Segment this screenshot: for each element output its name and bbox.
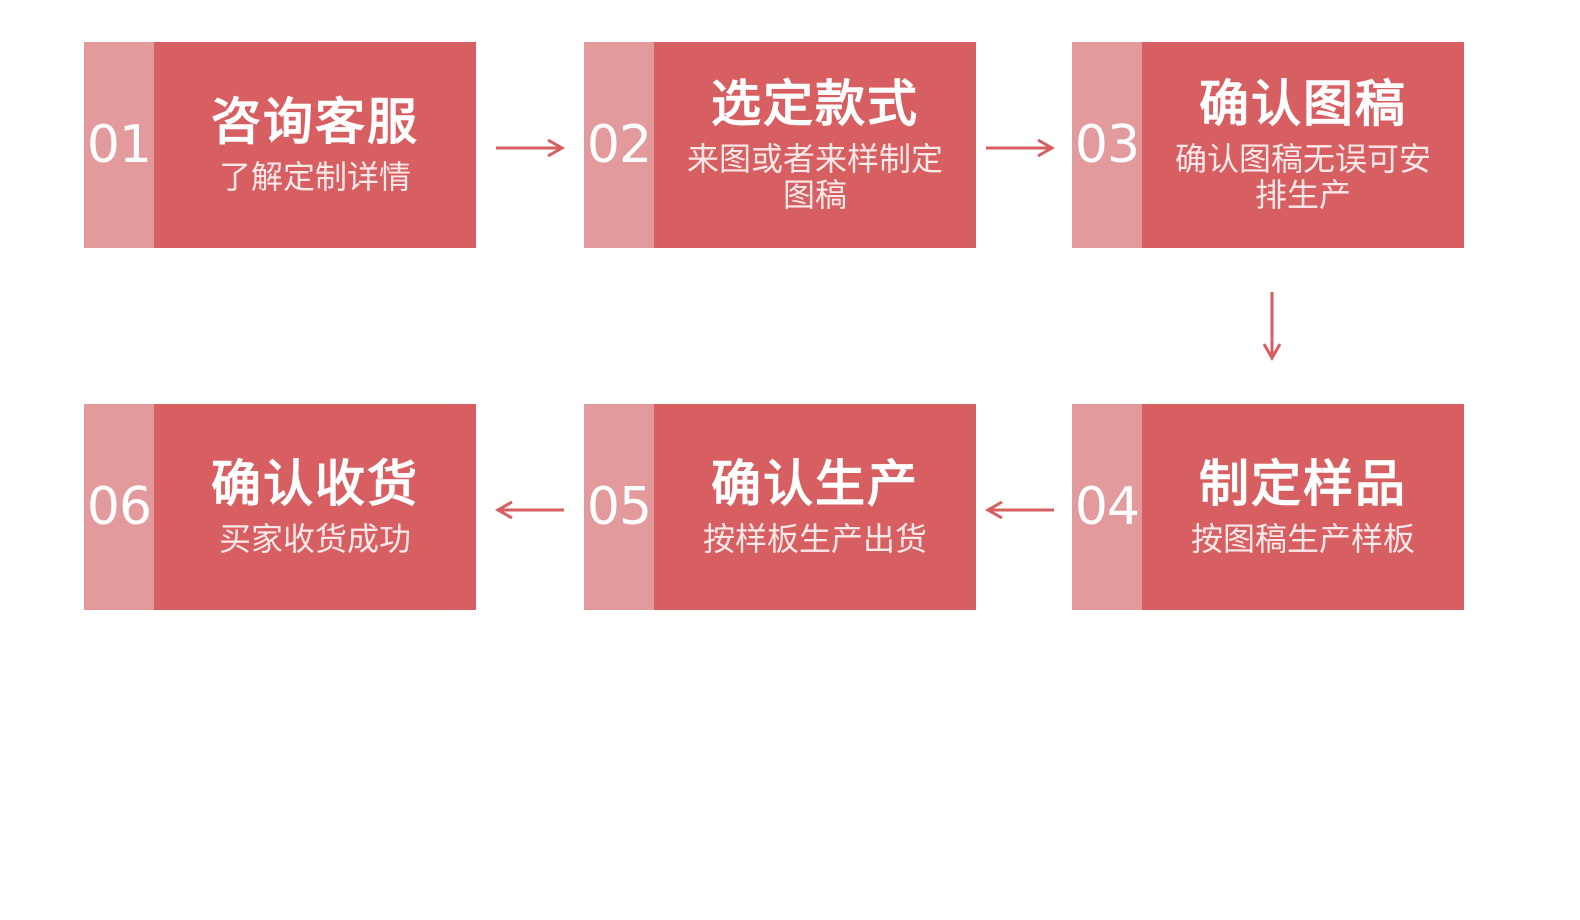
step-04-card: 04 制定样品 按图稿生产样板 — [1072, 404, 1464, 610]
step-body: 咨询客服 了解定制详情 — [154, 42, 476, 248]
step-description: 按样板生产出货 — [702, 519, 927, 558]
step-title: 确认生产 — [711, 454, 919, 513]
step-number: 04 — [1072, 404, 1142, 610]
step-body: 选定款式 来图或者来样制定图稿 — [654, 42, 976, 248]
step-02-card: 02 选定款式 来图或者来样制定图稿 — [584, 42, 976, 248]
step-title: 确认收货 — [211, 454, 419, 513]
step-05-card: 05 确认生产 按样板生产出货 — [584, 404, 976, 610]
step-title: 咨询客服 — [211, 92, 419, 151]
arrow-right-icon — [984, 136, 1056, 160]
step-description: 确认图稿无误可安排生产 — [1174, 140, 1431, 214]
step-body: 制定样品 按图稿生产样板 — [1142, 404, 1464, 610]
step-01-card: 01 咨询客服 了解定制详情 — [84, 42, 476, 248]
step-number: 05 — [584, 404, 654, 610]
step-title: 选定款式 — [711, 75, 919, 134]
step-03-card: 03 确认图稿 确认图稿无误可安排生产 — [1072, 42, 1464, 248]
step-number: 06 — [84, 404, 154, 610]
step-body: 确认图稿 确认图稿无误可安排生产 — [1142, 42, 1464, 248]
step-06-card: 06 确认收货 买家收货成功 — [84, 404, 476, 610]
arrow-right-icon — [494, 136, 566, 160]
step-body: 确认收货 买家收货成功 — [154, 404, 476, 610]
step-number: 03 — [1072, 42, 1142, 248]
arrow-left-icon — [494, 498, 566, 522]
step-description: 买家收货成功 — [218, 519, 411, 558]
arrow-down-icon — [1260, 290, 1284, 362]
step-description: 了解定制详情 — [218, 157, 411, 196]
step-number: 01 — [84, 42, 154, 248]
step-description: 按图稿生产样板 — [1190, 519, 1415, 558]
arrow-left-icon — [984, 498, 1056, 522]
step-title: 确认图稿 — [1199, 75, 1407, 134]
step-body: 确认生产 按样板生产出货 — [654, 404, 976, 610]
step-number: 02 — [584, 42, 654, 248]
step-description: 来图或者来样制定图稿 — [686, 140, 943, 214]
step-title: 制定样品 — [1199, 454, 1407, 513]
